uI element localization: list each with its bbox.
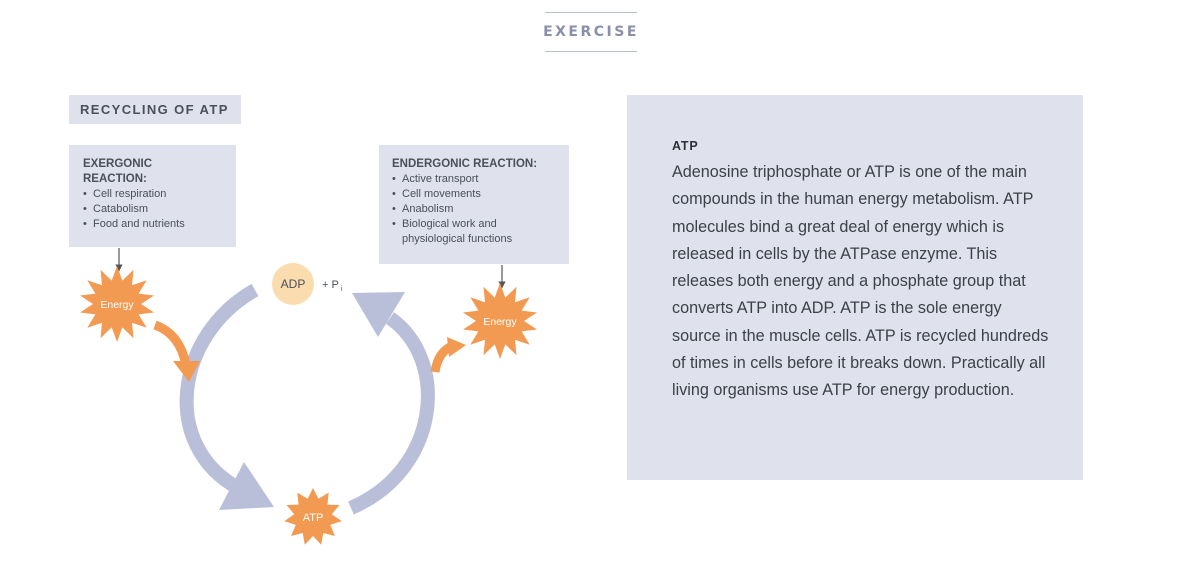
endergonic-item-biological-work: Biological work and physiological functi…	[392, 217, 542, 247]
section-title: RECYCLING OF ATP	[69, 95, 241, 124]
exergonic-item-cell-respiration: Cell respiration	[83, 187, 226, 202]
atp-burst-icon	[284, 488, 342, 545]
cycle-arrow-right	[348, 312, 435, 515]
energy-out-burst-icon	[463, 283, 537, 359]
phosphate-subscript: i	[341, 286, 343, 293]
exergonic-item-food-and-nutrients: Food and nutrients	[83, 217, 226, 232]
cycle-arrowhead-right	[352, 292, 405, 337]
adp-circle	[272, 263, 314, 305]
energy-in-arrow	[153, 320, 191, 367]
cycle-arrowhead-left	[219, 462, 274, 510]
energy-out-label: Energy	[483, 316, 517, 328]
endergonic-item-active-transport: Active transport	[392, 172, 559, 187]
atp-info-panel: ATP Adenosine triphosphate or ATP is one…	[627, 95, 1083, 480]
endergonic-list: Active transport Cell movements Anabolis…	[392, 172, 559, 247]
endergonic-item-cell-movements: Cell movements	[392, 187, 559, 202]
phosphate-label: + P	[322, 279, 339, 291]
endergonic-box: ENDERGONIC REACTION: Active transport Ce…	[379, 145, 569, 264]
energy-in-arrowhead	[173, 361, 200, 382]
exercise-label: EXERCISE	[543, 24, 639, 40]
adp-label: ADP	[281, 277, 306, 291]
exergonic-list: Cell respiration Catabolism Food and nut…	[83, 187, 226, 232]
endergonic-title: ENDERGONIC REACTION:	[392, 158, 538, 170]
endergonic-item-anabolism: Anabolism	[392, 202, 559, 217]
info-body: Adenosine triphosphate or ATP is one of …	[672, 163, 1049, 400]
energy-out-arrowhead	[447, 337, 466, 357]
energy-in-burst-icon	[80, 266, 154, 342]
atp-cycle-diagram: Energy Energy ATP ADP + P i	[80, 248, 537, 545]
exergonic-box: EXERGONIC REACTION: Cell respiration Cat…	[69, 145, 236, 247]
info-title: ATP	[672, 139, 699, 153]
exergonic-title: EXERGONIC REACTION:	[83, 158, 153, 185]
exercise-header: EXERCISE	[543, 12, 639, 52]
energy-in-label: Energy	[100, 299, 134, 311]
exergonic-item-catabolism: Catabolism	[83, 202, 226, 217]
atp-label: ATP	[303, 512, 324, 524]
cycle-arrow-left	[179, 283, 259, 495]
